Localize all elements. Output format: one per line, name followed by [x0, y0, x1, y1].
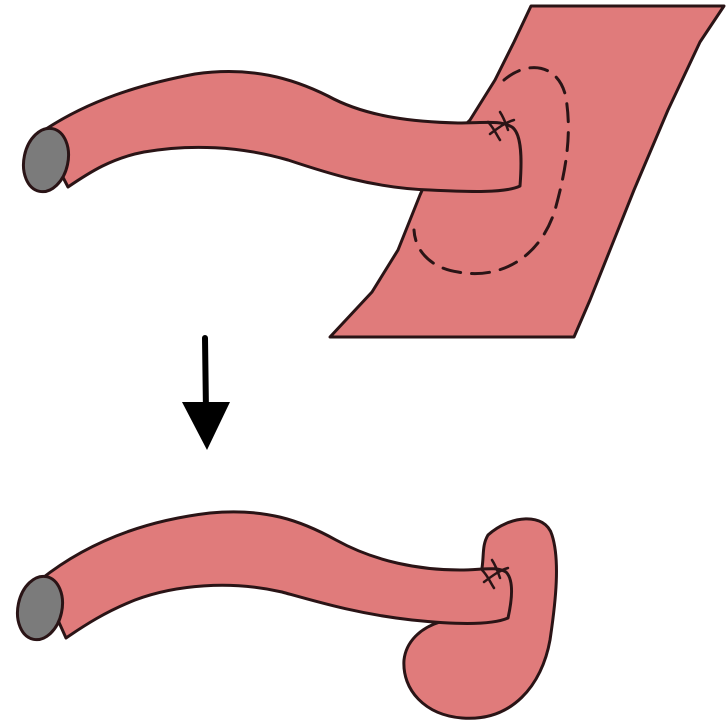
tube-bottom — [40, 512, 512, 638]
arrow-head — [182, 402, 230, 450]
down-arrow — [182, 338, 230, 450]
tube-top — [40, 71, 521, 191]
panel-before — [18, 6, 724, 337]
arrow-shaft — [205, 338, 206, 412]
panel-after — [12, 512, 557, 718]
